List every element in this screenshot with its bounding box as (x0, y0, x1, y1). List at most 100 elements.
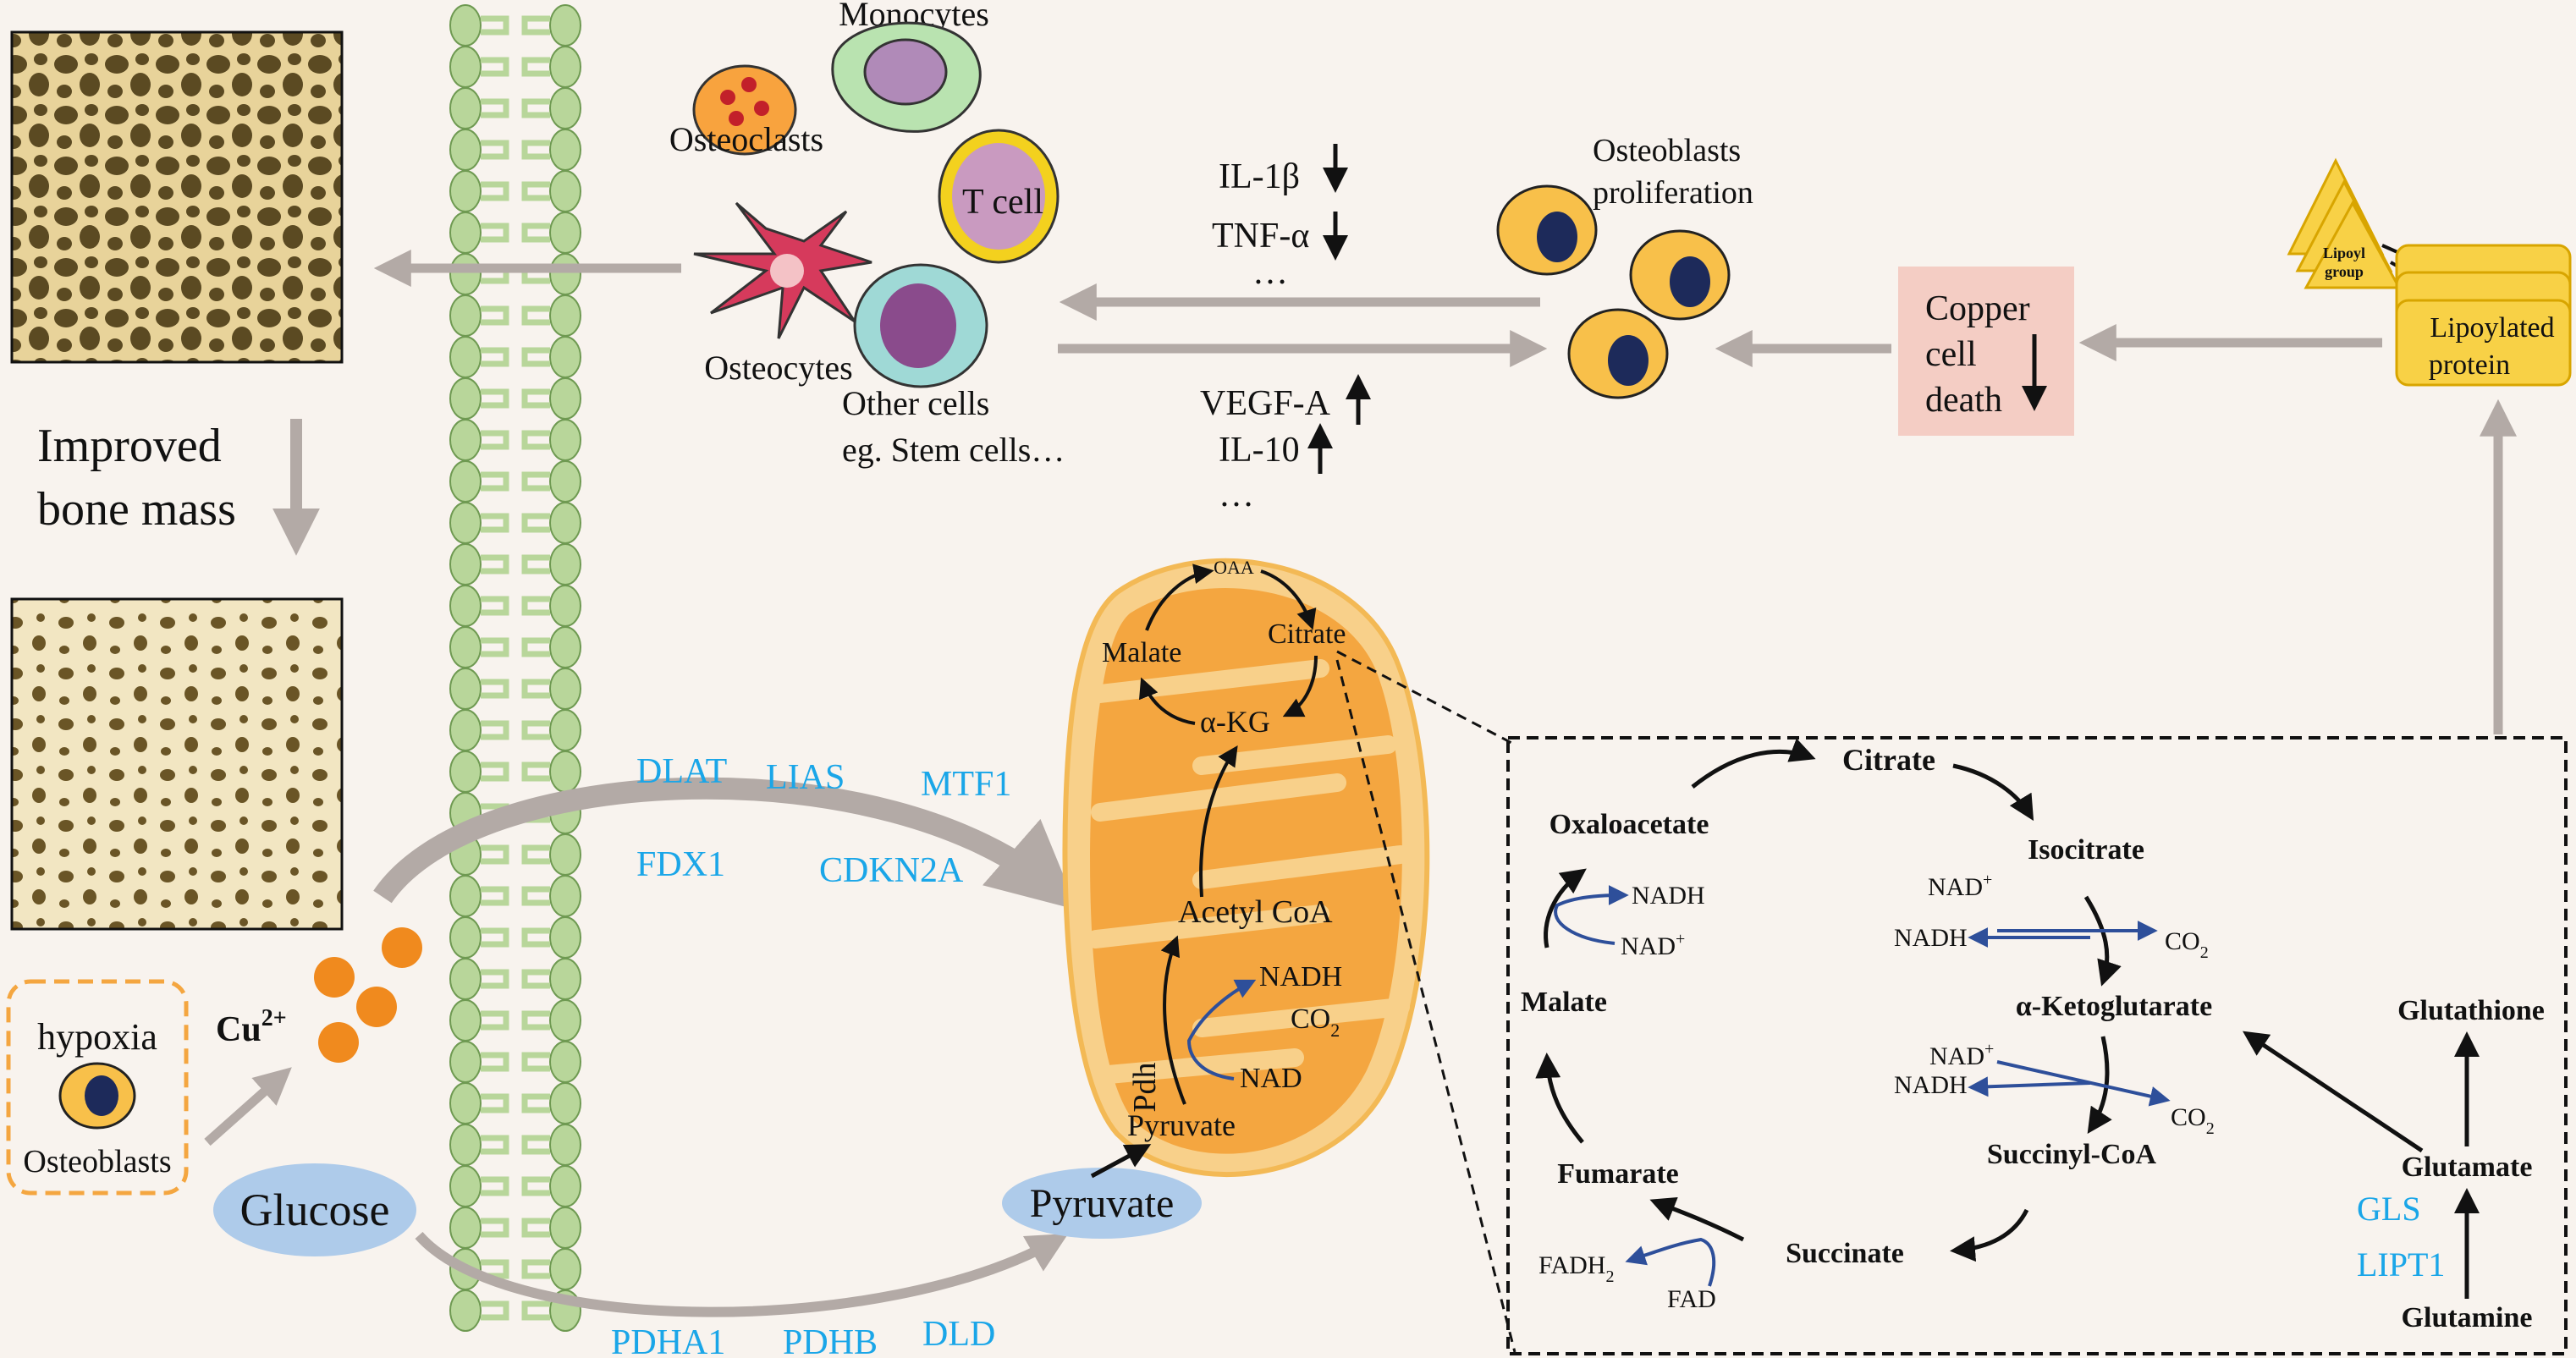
cycle-arrow-oxaloacetate-citrate (1691, 738, 1816, 789)
mito-cycle-arrow-3 (1282, 655, 1318, 717)
membrane-lipid-head (549, 460, 581, 503)
membrane-lipid-head (549, 1207, 581, 1249)
osteoclast-cell-icon (692, 64, 797, 156)
arrow-glutamate-akg (2243, 1031, 2424, 1153)
cycle-glutathione: Glutathione (2397, 995, 2545, 1026)
bone-image-after (10, 597, 344, 931)
membrane-lipid-head (449, 916, 482, 959)
membrane-lipid-head (449, 875, 482, 917)
mitochondrion (1062, 558, 1430, 1177)
cycle-arrow-fumarate-malate (1535, 1053, 1584, 1144)
lipoylated-protein-line2: protein (2429, 349, 2510, 381)
cycle-oxaloacetate: Oxaloacetate (1549, 809, 1709, 840)
monocyte-cell-icon (831, 21, 982, 133)
cytokine-il10: IL-10 (1219, 431, 1300, 470)
cycle-glutamine: Glutamine (2402, 1302, 2533, 1333)
osteoblasts-proliferation-line2: proliferation (1593, 175, 1753, 211)
lipoylated-protein-icon (2395, 244, 2572, 387)
bone-image-before (10, 30, 344, 364)
mito-acetyl-coa: Acetyl CoA (1178, 894, 1333, 930)
membrane-lipid-head (549, 668, 581, 710)
membrane-lipid-head (549, 1041, 581, 1083)
membrane-lipid-tail (481, 513, 550, 533)
arrow-acetylcoa-to-akg (1199, 745, 1238, 898)
mito-citrate: Citrate (1268, 619, 1346, 650)
osteoblast-cell-icon (58, 1062, 136, 1130)
membrane-lipid-tail (481, 969, 550, 989)
mito-nad-to-nadh-arrow (1186, 979, 1257, 1080)
membrane-lipid-head (549, 1124, 581, 1166)
arrow-hypoxia-to-cu (204, 1067, 292, 1146)
membrane-lipid-head (449, 336, 482, 378)
other-cells-label-line2: eg. Stem cells… (842, 431, 1065, 469)
gene-dlat: DLAT (636, 752, 727, 791)
membrane-lipid-head (449, 460, 482, 503)
proliferating-osteoblasts-icon (1496, 184, 1731, 399)
membrane-lipid-tail (481, 1052, 550, 1072)
membrane-lipid-tail (481, 679, 550, 699)
membrane-lipid-tail (481, 761, 550, 782)
membrane-lipid-tail (481, 223, 550, 243)
membrane-lipid-head (549, 170, 581, 212)
cycle-fad-arrow (1625, 1237, 1716, 1287)
membrane-lipid-head (549, 875, 581, 917)
cytokine-tnfa: TNF-α (1212, 217, 1309, 256)
membrane-lipid-head (549, 750, 581, 793)
cycle-malate-nadplus: NAD+ (1621, 930, 1685, 960)
membrane-lipid-head (549, 4, 581, 47)
cycle-fadh2: FADH2 (1538, 1251, 1614, 1286)
membrane-lipid-head (549, 253, 581, 295)
cycle-arrow-succinyl-succinate (1950, 1208, 2029, 1262)
membrane-lipid-tail (481, 1259, 550, 1279)
membrane-lipid-head (449, 419, 482, 461)
cell-membrane (449, 4, 581, 1332)
membrane-lipid-tail (481, 57, 550, 77)
copper-cell-death-line1: Copper (1925, 289, 2030, 328)
membrane-lipid-head (549, 87, 581, 129)
osteocytes-label: Osteocytes (704, 349, 853, 387)
cycle-iso-co2: CO2 (2165, 927, 2209, 962)
membrane-lipid-head (549, 336, 581, 378)
membrane-lipid-tail (481, 1010, 550, 1031)
cytokine-more-up: … (1219, 476, 1254, 514)
arrow-cu-to-mito (373, 777, 1078, 910)
cycle-arrow-succinate-fumarate (1649, 1196, 1745, 1242)
cytokine-il1b: IL-1β (1219, 157, 1300, 196)
krebs-cycle-box (1506, 736, 2568, 1355)
membrane-lipid-head (449, 129, 482, 171)
membrane-lipid-head (549, 1082, 581, 1124)
t-cell-icon (938, 129, 1060, 264)
gene-pdha1: PDHA1 (611, 1323, 725, 1358)
cycle-arrow-isocitrate-akg (2083, 895, 2122, 987)
cycle-iso-nadh: NADH (1894, 924, 1968, 952)
membrane-lipid-head (549, 709, 581, 751)
membrane-lipid-head (549, 543, 581, 586)
membrane-lipid-head (549, 833, 581, 876)
osteoclasts-label: Osteoclasts (669, 120, 823, 158)
membrane-lipid-head (449, 1165, 482, 1207)
hypoxia-box (6, 979, 189, 1196)
mito-cycle-arrow-2 (1260, 569, 1317, 630)
improved-bone-mass-line1: Improved (37, 420, 222, 472)
membrane-lipid-head (549, 626, 581, 668)
cycle-malate-nadh: NADH (1632, 882, 1705, 910)
cycle-malate-nad-arrow (1554, 885, 1629, 945)
osteoblasts-label: Osteoblasts (23, 1144, 171, 1179)
membrane-lipid-head (449, 502, 482, 544)
membrane-lipid-tail (481, 596, 550, 616)
gene-lipt1: LIPT1 (2357, 1245, 2445, 1284)
membrane-lipid-head (549, 502, 581, 544)
cycle-akg-nadh: NADH (1894, 1071, 1968, 1099)
other-cells-label-line1: Other cells (842, 384, 989, 422)
gene-lias: LIAS (766, 758, 845, 797)
mito-pdh: Pdh (1127, 1062, 1163, 1112)
membrane-lipid-head (449, 4, 482, 47)
membrane-lipid-head (449, 1207, 482, 1249)
cu-label: Cu2+ (216, 1005, 287, 1049)
cycle-isocitrate: Isocitrate (2028, 834, 2144, 866)
membrane-lipid-tail (481, 1135, 550, 1155)
membrane-lipid-tail (481, 305, 550, 326)
cycle-iso-nadplus: NAD+ (1928, 871, 1992, 901)
membrane-lipid-head (449, 377, 482, 420)
membrane-lipid-head (449, 668, 482, 710)
